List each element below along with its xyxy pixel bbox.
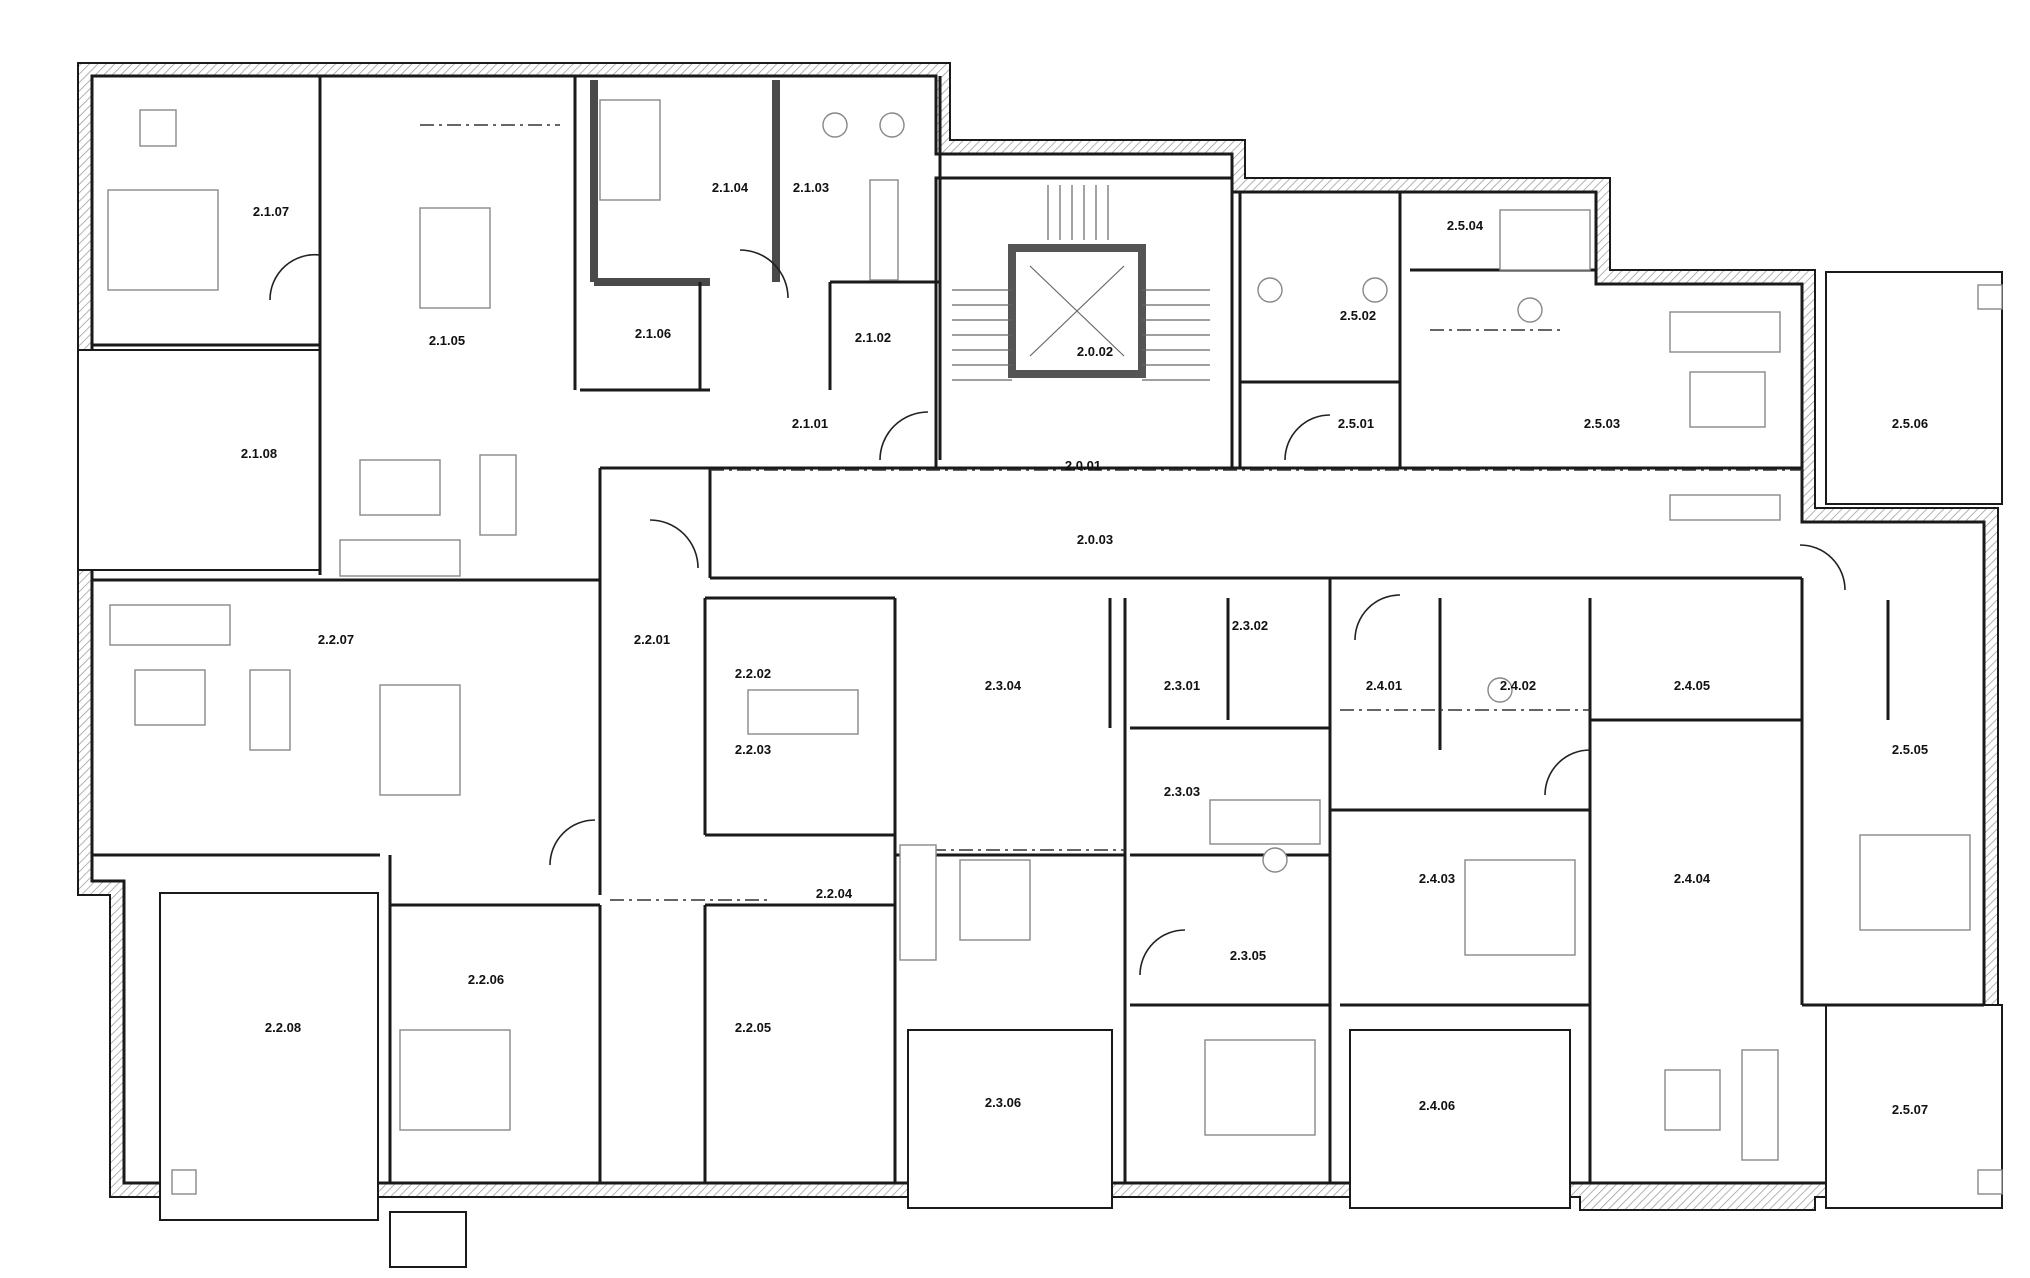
bed-icon [1859, 834, 1971, 931]
column-icon [1977, 284, 2003, 310]
sink-icon [1362, 277, 1388, 303]
sofa-icon [249, 669, 291, 751]
entrance-step [389, 1211, 467, 1268]
reference-lines [420, 124, 1802, 901]
room-label-2-1-04: 2.1.04 [712, 180, 749, 195]
sink-icon [1517, 297, 1543, 323]
door-swing-icon [1544, 749, 1591, 796]
balconies [77, 271, 2003, 1268]
room-label-2-1-06: 2.1.06 [635, 326, 671, 341]
bathtub-icon [747, 689, 859, 735]
room-label-2-2-06: 2.2.06 [468, 972, 504, 987]
room-label-2-0-01: 2.0.01 [1065, 458, 1101, 473]
bed-icon [1464, 859, 1576, 956]
room-label-2-2-05: 2.2.05 [735, 1020, 771, 1035]
room-label-2-1-08: 2.1.08 [241, 446, 277, 461]
room-label-2-0-02: 2.0.02 [1077, 344, 1113, 359]
door-swing-icon [549, 819, 596, 866]
column-icon [1977, 1169, 2003, 1195]
coffee-table-icon [1689, 371, 1766, 428]
room-label-2-1-01: 2.1.01 [792, 416, 828, 431]
coffee-table-icon [959, 859, 1031, 941]
doors [269, 249, 1846, 976]
door-swing-icon [1799, 544, 1846, 591]
room-label-2-2-08: 2.2.08 [265, 1020, 301, 1035]
room-label-2-5-05: 2.5.05 [1892, 742, 1928, 757]
balcony-2-4-06 [1349, 1029, 1571, 1209]
balcony-2-5-07 [1825, 1004, 2003, 1209]
room-label-2-3-04: 2.3.04 [985, 678, 1022, 693]
door-swing-icon [1354, 594, 1401, 641]
door-swing-icon [739, 249, 789, 299]
room-label-2-5-02: 2.5.02 [1340, 308, 1376, 323]
room-label-2-1-07: 2.1.07 [253, 204, 289, 219]
balcony-2-5-06 [1825, 271, 2003, 505]
sofa-icon [1741, 1049, 1779, 1161]
room-label-2-4-03: 2.4.03 [1419, 871, 1455, 886]
room-label-2-5-06: 2.5.06 [1892, 416, 1928, 431]
balcony-2-2-08 [159, 892, 379, 1221]
bed-icon [107, 189, 219, 291]
room-label-2-3-01: 2.3.01 [1164, 678, 1200, 693]
room-label-2-4-02: 2.4.02 [1500, 678, 1536, 693]
room-label-2-2-03: 2.2.03 [735, 742, 771, 757]
door-swing-icon [269, 253, 321, 301]
door-swing-icon [879, 411, 929, 461]
room-label-2-5-07: 2.5.07 [1892, 1102, 1928, 1117]
bathtub-icon [869, 179, 899, 281]
room-label-2-3-03: 2.3.03 [1164, 784, 1200, 799]
balcony-2-1-08 [77, 349, 321, 571]
room-label-2-5-01: 2.5.01 [1338, 416, 1374, 431]
sofa-icon [1669, 311, 1781, 353]
sink-icon [1487, 677, 1513, 703]
column-icon [171, 1169, 197, 1195]
sofa-icon [339, 539, 461, 577]
room-label-2-1-03: 2.1.03 [793, 180, 829, 195]
balcony-2-3-06 [907, 1029, 1113, 1209]
room-label-2-2-07: 2.2.07 [318, 632, 354, 647]
room-label-2-3-06: 2.3.06 [985, 1095, 1021, 1110]
toilet-icon [879, 112, 905, 138]
room-labels: 2.0.01 2.0.02 2.0.03 2.1.01 2.1.02 2.1.0… [241, 180, 1928, 1117]
room-label-2-0-03: 2.0.03 [1077, 532, 1113, 547]
washer-dryer-icon [1499, 209, 1591, 271]
toilet-icon [1257, 277, 1283, 303]
stair-icon [952, 185, 1210, 381]
dining-table-icon [419, 207, 491, 309]
bed-icon [399, 1029, 511, 1131]
room-label-2-1-02: 2.1.02 [855, 330, 891, 345]
coffee-table-icon [359, 459, 441, 516]
toilet-icon [1262, 847, 1288, 873]
interior-walls [92, 76, 1984, 1183]
room-label-2-4-06: 2.4.06 [1419, 1098, 1455, 1113]
sofa-icon [899, 844, 937, 961]
room-label-2-4-04: 2.4.04 [1674, 871, 1711, 886]
room-label-2-4-01: 2.4.01 [1366, 678, 1402, 693]
room-label-2-3-02: 2.3.02 [1232, 618, 1268, 633]
room-label-2-4-05: 2.4.05 [1674, 678, 1710, 693]
room-label-2-5-03: 2.5.03 [1584, 416, 1620, 431]
furniture [107, 99, 1971, 1161]
coffee-table-icon [134, 669, 206, 726]
room-label-2-1-05: 2.1.05 [429, 333, 465, 348]
door-swing-icon [1139, 929, 1186, 976]
coffee-table-icon [1664, 1069, 1721, 1131]
armchair-icon [139, 109, 177, 147]
sink-icon [822, 112, 848, 138]
door-swing-icon [1284, 414, 1331, 461]
dining-table-icon [379, 684, 461, 796]
bed-icon [1204, 1039, 1316, 1136]
room-label-2-3-05: 2.3.05 [1230, 948, 1266, 963]
sofa-icon [479, 454, 517, 536]
room-label-2-2-02: 2.2.02 [735, 666, 771, 681]
tv-unit-icon [1669, 494, 1781, 521]
door-swing-icon [649, 519, 699, 569]
bed-icon [599, 99, 661, 201]
room-label-2-2-01: 2.2.01 [634, 632, 670, 647]
room-label-2-2-04: 2.2.04 [816, 886, 853, 901]
room-label-2-5-04: 2.5.04 [1447, 218, 1484, 233]
bathtub-icon [1209, 799, 1321, 845]
sofa-icon [109, 604, 231, 646]
